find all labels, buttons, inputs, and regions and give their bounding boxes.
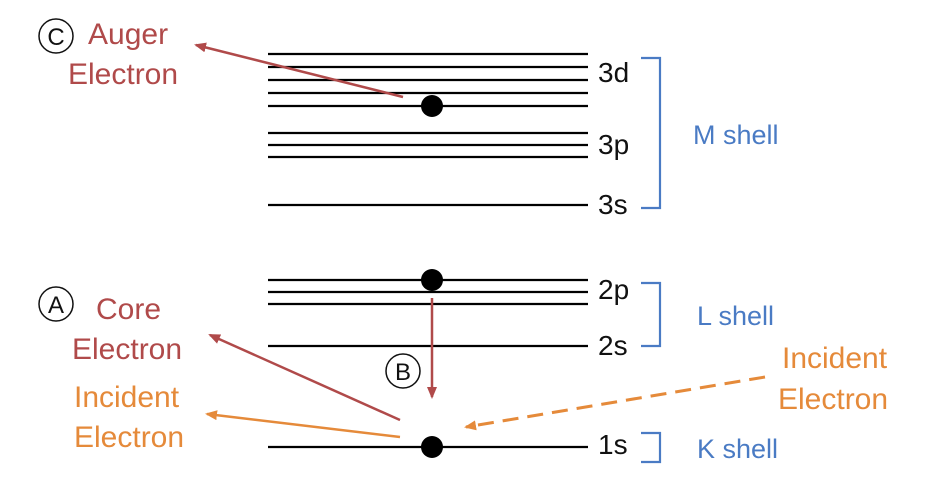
marker-a: A [38, 286, 74, 322]
level-label-1s: 1s [598, 429, 628, 460]
core-label-line1: Core [96, 293, 161, 326]
levels-3p [268, 131, 588, 159]
level-label-3p: 3p [598, 129, 629, 160]
core-electron-arrow [208, 333, 401, 422]
incident-electron-out-arrow [205, 410, 401, 439]
marker-b-label: B [395, 359, 411, 386]
core-label-line2: Electron [72, 333, 182, 366]
l-shell-bracket [641, 281, 662, 348]
auger-label-line1: Auger [88, 18, 168, 51]
m-shell-label: M shell [693, 120, 779, 150]
marker-c-label: C [47, 24, 64, 51]
k-shell-bracket [641, 431, 662, 464]
level-label-2p: 2p [598, 274, 629, 305]
level-label-3d: 3d [598, 57, 629, 88]
incident-in-label-line2: Electron [778, 383, 888, 416]
incident-out-label-line2: Electron [74, 421, 184, 454]
marker-a-label: A [48, 292, 64, 319]
incident-in-label-line1: Incident [782, 342, 888, 375]
k-shell-label: K shell [697, 434, 778, 464]
electron-3d [421, 95, 443, 117]
m-shell-bracket [641, 56, 662, 210]
incident-out-label-line1: Incident [74, 381, 180, 414]
electron-1s [421, 436, 443, 458]
marker-c: C [38, 18, 74, 54]
marker-b: B [385, 353, 421, 389]
level-label-3s: 3s [598, 189, 628, 220]
l-shell-label: L shell [697, 301, 774, 331]
level-label-2s: 2s [598, 330, 628, 361]
electron-2p [421, 269, 443, 291]
auger-label-line2: Electron [68, 58, 178, 91]
auger-electron-arrow [194, 42, 404, 99]
incident-electron-in-arrow [464, 375, 766, 431]
